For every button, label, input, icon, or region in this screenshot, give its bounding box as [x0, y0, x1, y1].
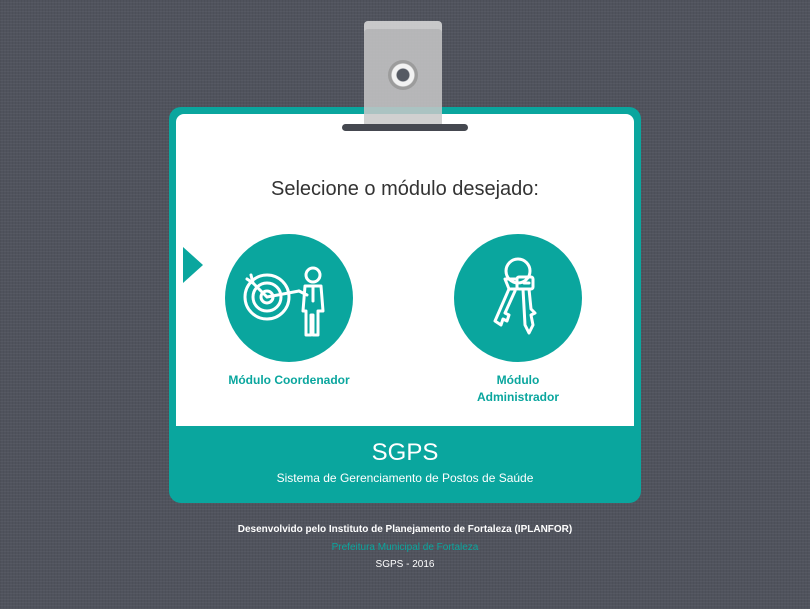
coordinator-module-circle[interactable]	[225, 234, 353, 362]
admin-module-button[interactable]: Módulo Administrador	[428, 234, 608, 406]
page-prompt: Selecione o módulo desejado:	[271, 178, 539, 200]
app-title: SGPS	[371, 439, 439, 466]
keys-icon	[493, 257, 537, 335]
clip-hole-icon	[388, 60, 418, 90]
module-selection-card: Selecione o módulo desejado:	[169, 107, 641, 503]
card-arrow-decoration	[183, 247, 203, 283]
coordinator-module-button[interactable]: Módulo Coordenador	[199, 234, 379, 389]
developer-credit: Desenvolvido pelo Instituto de Planejame…	[237, 524, 573, 535]
admin-module-circle[interactable]	[454, 234, 582, 362]
app-subtitle: Sistema de Gerenciamento de Postos de Sa…	[276, 471, 534, 485]
clip-bar	[342, 124, 468, 131]
copyright: SGPS - 2016	[375, 559, 435, 570]
target-presenter-icon	[243, 266, 325, 337]
coordinator-module-label[interactable]: Módulo Coordenador	[228, 373, 350, 387]
prefeitura-link[interactable]: Prefeitura Municipal de Fortaleza	[331, 542, 479, 553]
badge-clip	[364, 21, 442, 129]
card-content: Selecione o módulo desejado:	[176, 114, 634, 426]
admin-module-label[interactable]: Módulo Administrador	[476, 373, 559, 404]
